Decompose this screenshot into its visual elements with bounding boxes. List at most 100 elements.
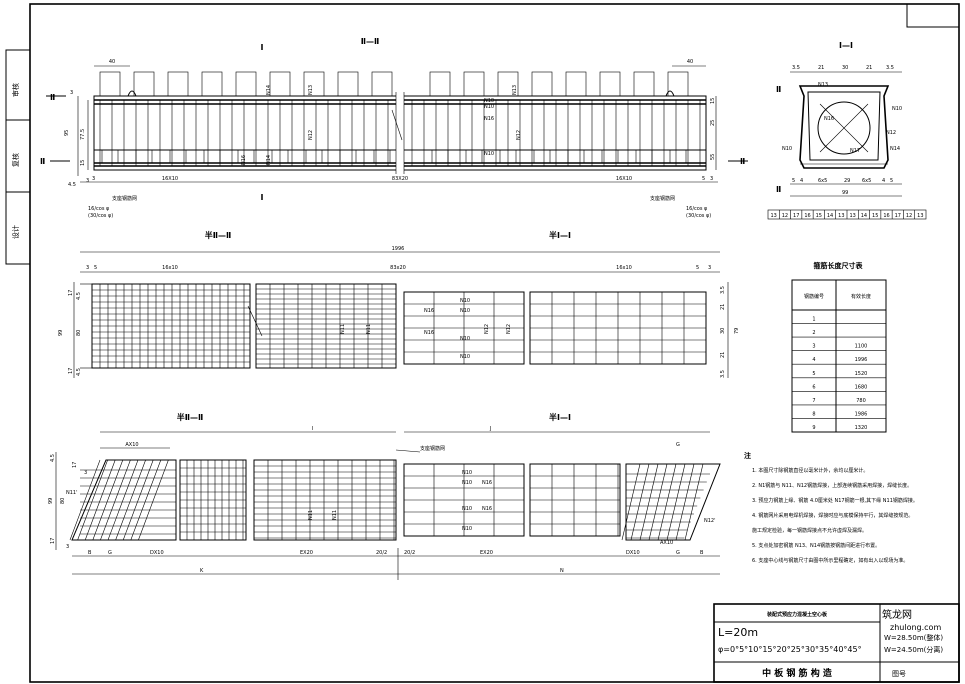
cs-strip-label: 17 (895, 213, 901, 219)
cs-strip-label: 15 (816, 213, 822, 219)
elev-label-n13-b: N13 (512, 85, 518, 95)
elev-dim-right: 40 (687, 59, 693, 65)
elev-hdim-1: 95 (64, 130, 70, 136)
plan-top-ldim-4: 4.5 (76, 368, 82, 376)
plan-top-dim-5: 5 (696, 265, 699, 271)
cs-label-n14: N14 (890, 146, 900, 152)
cs-strip-label: 15 (872, 213, 878, 219)
plan-top-label-n11-a: N11 (340, 324, 346, 334)
plan-bot-label-n10-b: N10 (462, 480, 472, 486)
stirrup-loop (599, 71, 621, 97)
plan-top-label-n10-c: N10 (460, 336, 470, 342)
tb-watermark-1: 筑龙网 (882, 608, 912, 621)
elev-rdim-0: 15 (710, 98, 716, 104)
stirrup-loop (633, 71, 655, 97)
elev-label-n12-a: N12 (308, 130, 314, 140)
plan-top-dim-2: 16x10 (162, 265, 178, 271)
pb-skew-left-bar (115, 459, 146, 541)
stirrup-loop (303, 71, 325, 97)
plan-bot-label-n10-a: N10 (462, 470, 472, 476)
cs-label-n10-bottom: N10 (782, 146, 792, 152)
table-title: 箍筋长度尺寸表 (814, 261, 864, 270)
elevation-title: Ⅱ—Ⅱ (361, 37, 380, 46)
pb-skew-right (625, 463, 721, 541)
notes-lines: 1. 本图尺寸除钢筋直径以毫米计外，余均以厘米计。2. N1钢筋与 N11、N1… (752, 467, 918, 564)
stirrup-loop (269, 71, 291, 97)
sheet-border (29, 3, 960, 683)
table-cell-id: 1 (812, 317, 815, 323)
pb-skew-right-bar (639, 463, 659, 541)
stirrup-loop (565, 71, 587, 97)
elevation-mark-II-left-top: Ⅱ (50, 93, 55, 102)
plan-bot-ldim-3: 99 (48, 498, 54, 504)
plan-top-ldim-1: 4.5 (76, 292, 82, 300)
cs-top-dim-1: 21 (818, 65, 824, 71)
pb-skew-left-bar (92, 459, 124, 541)
plan-top-title-left: 半Ⅱ—Ⅱ (205, 230, 232, 240)
note-line: 3. 预应力钢筋上缘、钢筋 4.0厘米处 N17钢筋一根,其下缘 N11钢筋焊接… (752, 497, 918, 504)
elev-hdim-3: 15 (80, 160, 86, 166)
plan-bot-ldim-2: 3 (84, 470, 87, 476)
plan-top-ldim-2: 99 (58, 330, 64, 336)
stirrup-bottom (339, 149, 357, 164)
table-header-length: 有效长度 (851, 293, 871, 300)
plan-bot-dim-top-1: G (676, 442, 680, 448)
note-line: 2. N1钢筋与 N11、N12钢筋焊接，上部连续钢筋采用焊接，焊缝长度。 (752, 482, 912, 489)
cs-top-dim-3: 21 (866, 65, 872, 71)
stirrup-loop (463, 71, 485, 97)
pb-skew-left-bar (138, 459, 169, 541)
plan-bot-dim-8: G (676, 550, 680, 556)
plan-bot-label-n12p: N12' (704, 518, 715, 524)
stirrup-loop (429, 71, 451, 97)
plan-top-rdim-4: 3.5 (720, 370, 726, 378)
plan-top-dim-1: 5 (94, 265, 97, 271)
stirrup-bottom (135, 149, 153, 164)
plan-bot-label-n16-b: N16 (482, 506, 492, 512)
elev-hdim-4: 4.5 (68, 182, 76, 188)
cs-strip-label: 14 (827, 213, 833, 219)
sidebar-label-check: 复核 (11, 153, 20, 167)
pb-skew-left-bar (122, 459, 154, 541)
plan-bot-label-n16-a: N16 (482, 480, 492, 486)
table-cell-id: 3 (812, 344, 815, 350)
cs-strip-label: 17 (793, 213, 799, 219)
cs-bot-dim-0: 5 (792, 178, 795, 184)
table-cell-length: 1680 (855, 384, 868, 390)
stirrup-loop (201, 71, 223, 97)
plan-bot-ldim-5: 17 (50, 538, 56, 544)
pb-skew-left-bar (77, 459, 108, 541)
table-cell-id: 2 (812, 330, 815, 336)
notes-block: 注 1. 本图尺寸除钢筋直径以毫米计外，余均以厘米计。2. N1钢筋与 N11、… (744, 451, 918, 564)
elevation-bar-lines (99, 90, 701, 166)
cs-bot-dim-2: 6x5 (818, 178, 827, 184)
elev-hdim-2: 77.5 (80, 129, 86, 140)
elev-label-n12-b: N12 (516, 130, 522, 140)
plan-top-rdim-3: 21 (720, 352, 726, 358)
stirrup-bottom (465, 149, 483, 164)
elev-bdim-4: 5 (702, 176, 705, 182)
cs-strip-label: 13 (849, 213, 855, 219)
stirrup-loop (99, 71, 121, 97)
elev-left-note-1: 16/cos φ (88, 206, 110, 212)
elev-leader (391, 109, 403, 141)
plan-bot-label-I: I (312, 426, 313, 432)
plan-top-ldim-3: 80 (76, 330, 82, 336)
table-cell-id: 8 (812, 411, 815, 417)
stirrup-bottom (237, 149, 255, 164)
cs-strip-label: 14 (861, 213, 867, 219)
cs-label-n12: N12 (886, 130, 896, 136)
plan-bot-dim-3: EX20 (300, 550, 313, 556)
plan-bot-dim-top-2: AX10 (660, 540, 673, 546)
elevation-section-mark-top: Ⅰ (261, 43, 264, 52)
table-cell-id: 9 (812, 425, 815, 431)
plan-top-dim-6: 3 (708, 265, 711, 271)
stirrup-loop (497, 71, 519, 97)
plan-bot-dim-0: B (88, 550, 92, 556)
table-cell-id: 6 (812, 384, 815, 390)
plan-top-label-n10-d: N10 (460, 354, 470, 360)
elevation-stirrups (99, 71, 689, 164)
pb-skew-right-bar (630, 463, 650, 541)
stirrup-loop (667, 71, 689, 97)
